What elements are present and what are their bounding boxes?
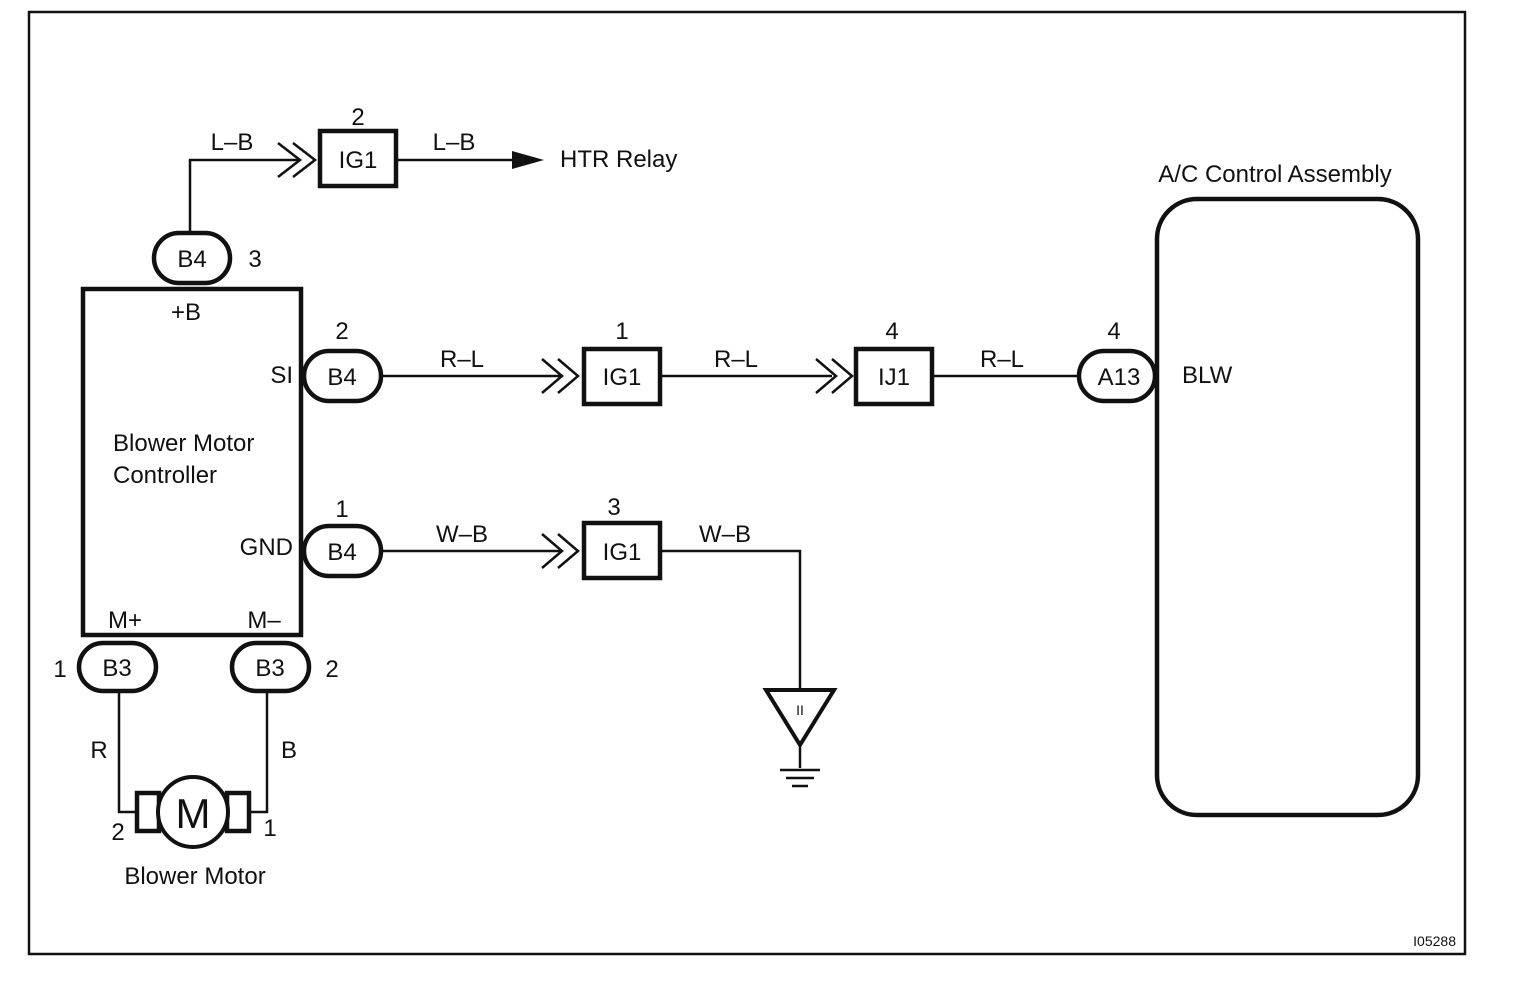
ac-blw-label: BLW [1182,362,1233,389]
connector-b4-gnd-label: B4 [327,539,356,566]
motor-pin-right: 1 [263,815,276,842]
connector-b4-si-pin: 2 [335,318,348,345]
connector-b3-left-pin: 1 [53,656,66,683]
connector-b4-top-pin: 3 [248,246,261,273]
connector-b4-top-label: B4 [177,246,206,273]
ground-symbol [780,745,820,788]
arrow-chevron-ij1-2 [831,358,854,394]
arrow-chevron-ig1-top [277,142,303,178]
arrow-to-htr-relay [512,151,544,169]
connector-b4-gnd [301,523,384,579]
wire-label-wb-2: W–B [699,521,751,548]
arrow-chevron-ig1-low [541,533,564,569]
arrow-chevron-ig1-top-2 [292,142,318,178]
htr-relay-label: HTR Relay [560,146,677,173]
connector-ij1 [853,346,935,407]
connector-ig1-top-label: IG1 [339,147,378,174]
ground-point-triangle [762,688,838,749]
connector-b3-left-label: B3 [102,655,131,682]
blower-motor-symbol [156,775,230,849]
connector-b3-right-label: B3 [255,655,284,682]
connector-b4-si [301,348,384,404]
ac-control-assembly-title: A/C Control Assembly [1158,161,1391,188]
connector-a13-label: A13 [1098,364,1141,391]
connector-b4-si-label: B4 [327,364,356,391]
wire-label-lb-out: L–B [433,129,476,156]
wire-label-r: R [90,737,107,764]
diagram-frame [27,10,1467,956]
wire-label-rl-1: R–L [440,346,484,373]
wire-wb-2 [661,549,802,690]
motor-pin-left: 2 [111,819,124,846]
connector-a13-pin: 4 [1107,318,1120,345]
connector-ij1-pin: 4 [885,318,898,345]
wire-b [249,692,269,814]
blower-motor-controller-box [80,286,304,638]
connector-b3-left [76,640,159,694]
motor-symbol-letter: M [176,790,211,837]
controller-m-minus-label: M– [247,607,281,634]
connector-b3-right-pin: 2 [325,656,338,683]
controller-name-line2: Controller [113,462,217,489]
controller-m-plus-label: M+ [108,607,142,634]
wire-label-b: B [281,737,297,764]
connector-ig1-low-pin: 3 [607,494,620,521]
connector-ig1-mid [581,346,663,407]
wire-lb-in [188,158,300,233]
connector-ig1-low-label: IG1 [603,539,642,566]
wire-label-wb-1: W–B [436,521,488,548]
connector-ig1-low [581,520,663,581]
connector-ig1-top-pin: 2 [351,104,364,131]
arrow-chevron-ig1-mid-2 [557,358,580,394]
controller-plus-b-label: +B [171,299,201,326]
controller-si-label: SI [270,362,293,389]
motor-brush-left [134,790,162,834]
connector-b4-top [151,230,233,286]
controller-name-line1: Blower Motor [113,430,254,457]
arrow-chevron-ig1-low-2 [557,533,580,569]
connector-ig1-mid-pin: 1 [615,318,628,345]
connector-b3-right [229,640,312,694]
connector-ig1-mid-label: IG1 [603,364,642,391]
connector-ij1-label: IJ1 [878,364,910,391]
arrow-chevron-ig1-mid [541,358,564,394]
connector-b4-gnd-pin: 1 [335,496,348,523]
arrow-chevron-ij1 [815,358,838,394]
wire-label-rl-3: R–L [980,346,1024,373]
connector-ig1-top [317,128,399,189]
ac-control-assembly-box [1154,196,1421,818]
controller-gnd-label: GND [240,534,293,561]
wire-label-lb-in: L–B [211,129,254,156]
blower-motor-label: Blower Motor [124,863,265,890]
ground-point-label: II [796,702,804,718]
motor-brush-right [224,790,252,834]
figure-id: I05288 [1413,933,1456,949]
wire-label-rl-2: R–L [714,346,758,373]
wire-r [117,692,137,814]
